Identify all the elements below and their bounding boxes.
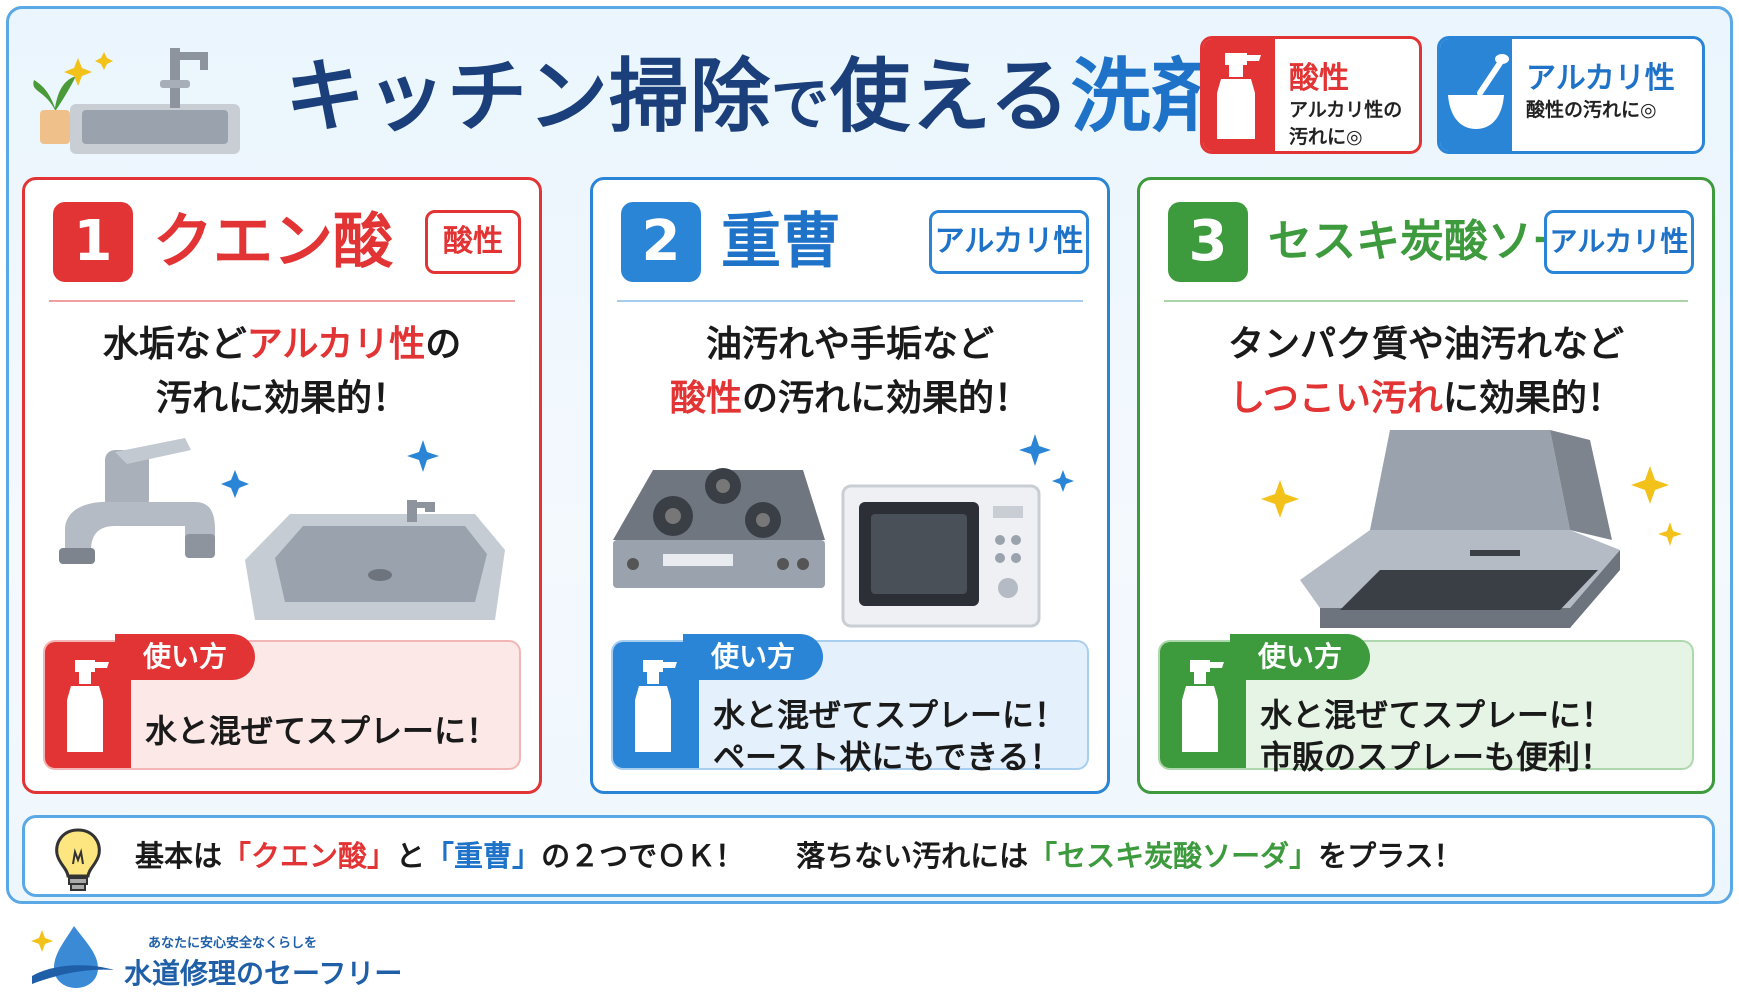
ph-tag: アルカリ性: [1544, 210, 1694, 274]
water-drop-logo-icon: [31, 926, 114, 988]
range-hood-illustration: [1261, 430, 1682, 628]
usage-side: [1160, 642, 1246, 768]
logo-brand: 水道修理のセーフリー: [124, 957, 403, 990]
card-baking-soda: 2 重曹 アルカリ性 油汚れや手垢など 酸性の汚れに効果的！: [590, 177, 1110, 794]
desc-text: 水垢など: [102, 324, 247, 365]
legend-acid-desc: アルカリ性の 汚れに◎: [1289, 97, 1402, 151]
faucet-and-sink-illustration: [59, 438, 505, 620]
usage-box: 使い方 水と混ぜてスプレーに！ 市販のスプレーも便利！: [1158, 634, 1694, 776]
tip-baking-soda: 「重曹」: [425, 839, 542, 873]
legend-acid-band: [1203, 39, 1275, 151]
usage-text: 水と混ぜてスプレーに！ 市販のスプレーも便利！: [1260, 694, 1682, 778]
logo-tagline: あなたに安心安全なくらしを: [148, 936, 318, 951]
ph-tag: 酸性: [425, 210, 521, 274]
card-description: 水垢などアルカリ性の 汚れに効果的！: [25, 318, 539, 426]
stove-and-microwave-illustration: [613, 434, 1074, 628]
tip-text: 基本は「クエン酸」と「重曹」の２つでＯＫ！ 落ちない汚れには「セスキ炭酸ソーダ」を…: [135, 818, 1463, 894]
desc-line1: タンパク質や油汚れなど: [1227, 324, 1624, 365]
divider: [49, 300, 515, 302]
tip-part: と: [396, 839, 426, 873]
desc-text: に効果的！: [1442, 378, 1623, 419]
company-logo: あなたに安心安全なくらしを 水道修理のセーフリー: [28, 918, 402, 998]
desc-line2: 汚れに効果的！: [155, 378, 408, 419]
tip-part: 落ちない汚れには: [796, 839, 1029, 873]
card-title: 重曹: [721, 207, 841, 277]
desc-line2: しつこい汚れに効果的！: [1140, 372, 1712, 426]
usage-label: 使い方: [115, 634, 256, 680]
title-part-1: キッチン掃除: [285, 50, 771, 143]
tip-part: 基本は: [135, 839, 223, 873]
card-citric-acid: 1 クエン酸 酸性 水垢などアルカリ性の 汚れに効果的！ 使い方 水と: [22, 177, 542, 794]
legend-acid-title: 酸性: [1289, 61, 1349, 96]
ph-tag: アルカリ性: [929, 210, 1089, 274]
legend-acid-desc-line2: 汚れに◎: [1289, 126, 1363, 148]
title-part-2: で: [771, 70, 831, 138]
tip-part: の２つでＯＫ！: [541, 839, 745, 873]
card-description: 油汚れや手垢など 酸性の汚れに効果的！: [593, 318, 1107, 426]
card-number: 2: [621, 202, 701, 282]
spray-bottle-icon: [67, 660, 109, 752]
usage-line2: ペースト状にもできる！: [713, 738, 1062, 776]
usage-line2: 市販のスプレーも便利！: [1260, 738, 1613, 776]
tip-banner: 基本は「クエン酸」と「重曹」の２つでＯＫ！ 落ちない汚れには「セスキ炭酸ソーダ」を…: [22, 815, 1715, 897]
legend-alkali-title: アルカリ性: [1526, 61, 1675, 96]
powder-bowl-icon: [1448, 54, 1509, 129]
tip-sesqui: 「セスキ炭酸ソーダ」: [1028, 839, 1319, 873]
desc-line1: 水垢などアルカリ性の: [25, 318, 539, 372]
title-part-3: 使える: [830, 50, 1071, 143]
tip-part: をプラス！: [1318, 839, 1463, 873]
usage-line1: 水と混ぜてスプレーに！: [713, 696, 1066, 734]
tip-citric: 「クエン酸」: [222, 839, 397, 873]
legend-alkali-desc: 酸性の汚れに◎: [1526, 99, 1657, 121]
usage-box: 使い方 水と混ぜてスプレーに！ ペースト状にもできる！: [611, 634, 1089, 776]
card-number: 1: [53, 202, 133, 282]
legend-alkali-band: [1440, 39, 1512, 151]
usage-label: 使い方: [683, 634, 824, 680]
desc-highlight: しつこい汚れ: [1229, 378, 1443, 419]
spray-bottle-icon: [1182, 660, 1224, 752]
usage-text: 水と混ぜてスプレーに！ ペースト状にもできる！: [713, 694, 1077, 778]
divider: [617, 300, 1083, 302]
legend-acid-desc-line1: アルカリ性の: [1289, 99, 1403, 121]
page-title: キッチン掃除で使える洗剤: [285, 42, 1233, 152]
usage-box: 使い方 水と混ぜてスプレーに！: [43, 634, 521, 770]
usage-label: 使い方: [1230, 634, 1371, 680]
sink-illustration: [33, 48, 240, 154]
lightbulb-icon: [55, 828, 101, 891]
card-description: タンパク質や油汚れなど しつこい汚れに効果的！: [1140, 318, 1712, 426]
desc-text: の汚れに効果的！: [742, 378, 1031, 419]
desc-highlight: 酸性: [669, 378, 742, 419]
desc-highlight: アルカリ性: [246, 324, 426, 365]
card-number: 3: [1168, 202, 1248, 282]
card-sesquicarbonate: 3 セスキ炭酸ソーダ アルカリ性 タンパク質や油汚れなど しつこい汚れに効果的！…: [1137, 177, 1715, 794]
usage-line1: 水と混ぜてスプレーに！: [1260, 696, 1613, 734]
card-title: クエン酸: [153, 207, 393, 277]
desc-text: の: [425, 324, 462, 365]
legend-acid: 酸性 アルカリ性の 汚れに◎: [1200, 36, 1422, 154]
usage-text: 水と混ぜてスプレーに！: [145, 710, 509, 752]
desc-line2: 酸性の汚れに効果的！: [593, 372, 1107, 426]
desc-line1: 油汚れや手垢など: [705, 324, 994, 365]
spray-bottle-icon: [635, 660, 677, 752]
spray-bottle-icon: [1217, 53, 1261, 139]
divider: [1164, 300, 1688, 302]
usage-line1: 水と混ぜてスプレーに！: [145, 712, 498, 750]
legend-alkali: アルカリ性 酸性の汚れに◎: [1437, 36, 1705, 154]
